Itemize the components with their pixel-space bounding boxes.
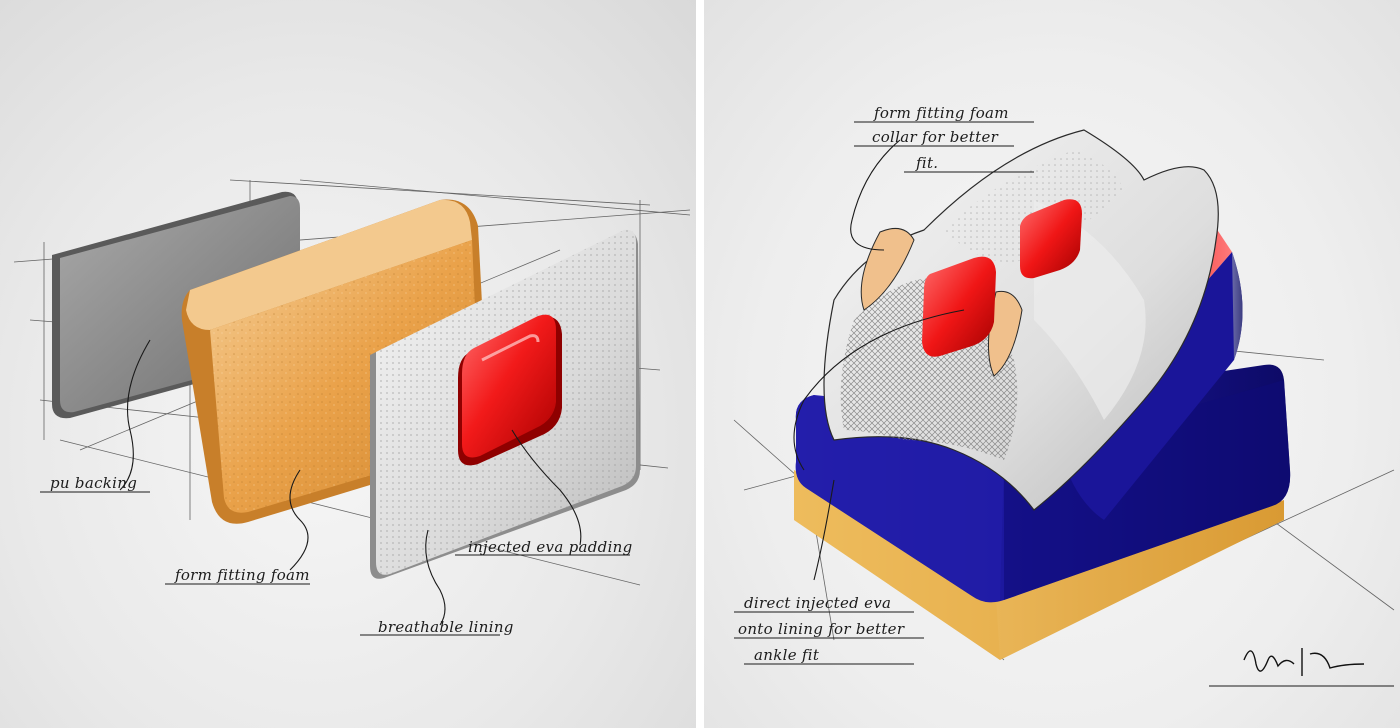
label-breathable-lining: breathable lining [378, 618, 514, 636]
label-pu-backing: pu backing [50, 474, 137, 492]
label-direct-line2: onto lining for better [738, 620, 905, 638]
leader-lines [119, 339, 582, 626]
eva-padding-element [458, 314, 562, 466]
label-underlines [40, 491, 630, 636]
label-collar-line1: form fitting foam [873, 104, 1009, 122]
collar-svg: form fitting foam collar for better fit.… [733, 104, 1395, 687]
leader-lines-right [793, 139, 965, 581]
label-injected-eva-padding: injected eva padding [468, 538, 633, 556]
eva-pad-rear [1020, 199, 1082, 279]
label-collar-line2: collar for better [872, 128, 999, 146]
label-collar-line3: fit. [915, 154, 938, 172]
collar-sketch: form fitting foam collar for better fit.… [704, 0, 1400, 728]
layer-explode-sketch: pu backing form fitting foam injected ev… [0, 0, 696, 728]
foam-edge-left [860, 227, 915, 311]
foam-edge-center [988, 290, 1023, 377]
eva-pad-front [922, 256, 996, 357]
label-form-fitting-foam: form fitting foam [174, 566, 310, 584]
panel-divider [696, 0, 704, 728]
layer-explode-svg: pu backing form fitting foam injected ev… [13, 179, 691, 636]
label-direct-line3: ankle fit [754, 646, 820, 664]
label-underlines-right [734, 121, 1394, 687]
label-direct-line1: direct injected eva [744, 594, 891, 612]
signature-mark-icon [1243, 648, 1365, 676]
